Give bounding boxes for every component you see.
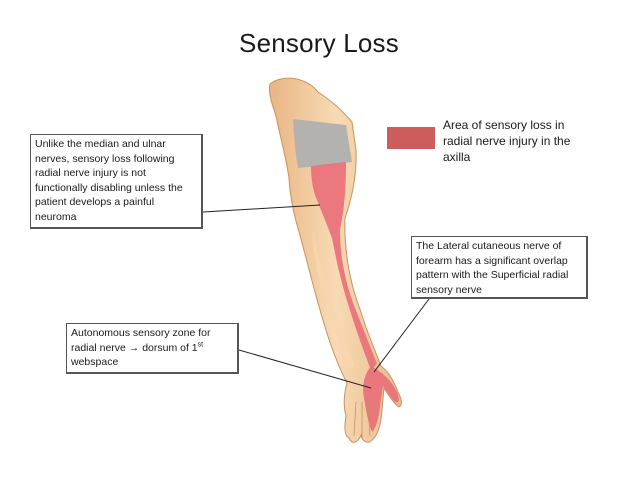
leader-line-bottom [238, 349, 372, 389]
hand-loss-region [363, 366, 399, 432]
sensory-loss-region [311, 162, 377, 370]
finger-lines [353, 401, 371, 438]
legend-text: Area of sensory loss in radial nerve inj… [443, 118, 571, 164]
leader-line-left [202, 204, 321, 213]
callout-autonomous-zone-end: webspace [71, 356, 119, 368]
callout-neuroma-note: Unlike the median and ulnar nerves, sens… [30, 134, 203, 229]
slide-title: Sensory Loss [239, 28, 399, 58]
superscript-st: st [197, 341, 204, 348]
callout-autonomous-zone: Autonomous sensory zone for radial nerve… [66, 323, 239, 374]
legend-swatch [387, 127, 435, 149]
callout-lateral-cutaneous-note: The Lateral cutaneous nerve of forearm h… [411, 236, 588, 299]
leader-line-right [373, 298, 430, 373]
callout-autonomous-zone-text: Autonomous sensory zone for radial nerve… [71, 327, 211, 354]
shoulder-patch [293, 119, 352, 168]
